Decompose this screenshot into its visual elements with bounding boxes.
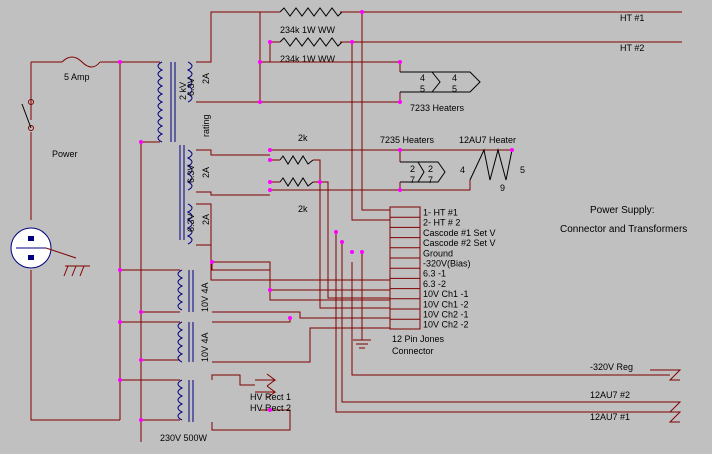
mains-plug-icon bbox=[10, 227, 52, 269]
resistor-2k-bottom-label: 2k bbox=[298, 204, 308, 214]
heater-12au7-label: 12AU7 Heater bbox=[459, 135, 516, 145]
out-12au7-1-label: 12AU7 #1 bbox=[590, 412, 630, 422]
mains-wiring bbox=[30, 56, 180, 442]
connector-pin-label: Ground bbox=[423, 248, 453, 258]
pin-12au7-5: 5 bbox=[520, 165, 525, 175]
ht1-resistor-label: 234k 1W WW bbox=[280, 25, 336, 35]
heater-7233-label: 7233 Heaters bbox=[410, 103, 465, 113]
title-line-2: Connector and Transformers bbox=[560, 224, 687, 235]
pin-7235-c: 2 bbox=[428, 164, 433, 174]
connector-pin-label: 10V Ch1 -2 bbox=[423, 299, 469, 309]
connector-pin-label: 6.3 -1 bbox=[423, 269, 446, 279]
t1-s2-current: 2A bbox=[201, 167, 211, 178]
output-wiring bbox=[335, 232, 682, 423]
t1-s1-voltage: 6.3V bbox=[186, 77, 196, 96]
connector-pin-label: -320V(Bias) bbox=[423, 259, 471, 269]
pin-12au7-9: 9 bbox=[500, 183, 505, 193]
fuse-symbol bbox=[61, 56, 101, 68]
pin-7235-b: 7 bbox=[410, 175, 415, 185]
pin-7233-b: 5 bbox=[420, 84, 425, 94]
out-12au7-2-label: 12AU7 #2 bbox=[590, 390, 630, 400]
power-label: Power bbox=[52, 149, 78, 159]
out-320v-label: -320V Reg bbox=[590, 362, 633, 372]
t4-secondary-wiring bbox=[211, 373, 291, 431]
connector-name-2: Connector bbox=[392, 346, 434, 356]
pin-12au7-4: 4 bbox=[460, 165, 465, 175]
ht2-resistor-label: 234k 1W WW bbox=[280, 54, 336, 64]
connector-pin-label: 2- HT # 2 bbox=[423, 218, 460, 228]
pin-7235-a: 2 bbox=[410, 164, 415, 174]
hv-rect1-label: HV Rect 1 bbox=[250, 392, 291, 402]
pin-7233-a: 4 bbox=[420, 73, 425, 83]
connector-pin-label: 10V Ch2 -1 bbox=[423, 310, 469, 320]
resistor-2k-top-label: 2k bbox=[298, 133, 308, 143]
connector-pin-label: 1- HT #1 bbox=[423, 208, 458, 218]
ht-resistors bbox=[260, 7, 682, 221]
title-line-1: Power Supply: bbox=[590, 205, 654, 216]
pin-7233-d: 5 bbox=[452, 84, 457, 94]
chassis-ground-icon bbox=[45, 247, 90, 277]
transformer-t1 bbox=[157, 61, 193, 245]
t1-s3-voltage: 6.3V bbox=[186, 213, 196, 232]
transformer-t4 bbox=[177, 379, 194, 422]
connector-pin-label: 10V Ch1 -1 bbox=[423, 289, 469, 299]
junction-dots bbox=[118, 10, 514, 422]
heater-7235-label: 7235 Heaters bbox=[380, 135, 435, 145]
connector-pin-label: 6.3 -2 bbox=[423, 279, 446, 289]
t1-s2-voltage: 6.3V bbox=[186, 164, 196, 183]
t3-label: 10V 4A bbox=[200, 332, 210, 362]
transformer-t2 bbox=[177, 269, 194, 312]
ht1-output-label: HT #1 bbox=[620, 13, 644, 23]
connector-pin-label: 10V Ch2 -2 bbox=[423, 320, 469, 330]
ground-symbol-icon bbox=[353, 252, 371, 349]
heater-12au7 bbox=[400, 148, 513, 191]
ht2-output-label: HT #2 bbox=[620, 43, 644, 53]
transformer-t3 bbox=[177, 321, 194, 363]
connector-pin-label: Cascode #2 Set V bbox=[423, 238, 496, 248]
t1-hv-label: 2 kV bbox=[178, 82, 188, 100]
t1-s1-current: 2A bbox=[201, 73, 211, 84]
hv-rect2-label: HV Rect 2 bbox=[250, 403, 291, 413]
power-switch bbox=[21, 99, 34, 131]
t4-rating-label: 230V 500W bbox=[160, 433, 208, 443]
pin-7233-c: 4 bbox=[452, 73, 457, 83]
fuse-label: 5 Amp bbox=[64, 72, 90, 82]
connector-name-1: 12 Pin Jones bbox=[392, 334, 445, 344]
t1-s3-current: 2A bbox=[201, 214, 211, 225]
connector-pin-label: Cascode #1 Set V bbox=[423, 228, 496, 238]
t2-label: 10V 4A bbox=[200, 282, 210, 312]
pin-7235-d: 7 bbox=[428, 175, 433, 185]
t1-rating-label: rating bbox=[201, 114, 211, 137]
